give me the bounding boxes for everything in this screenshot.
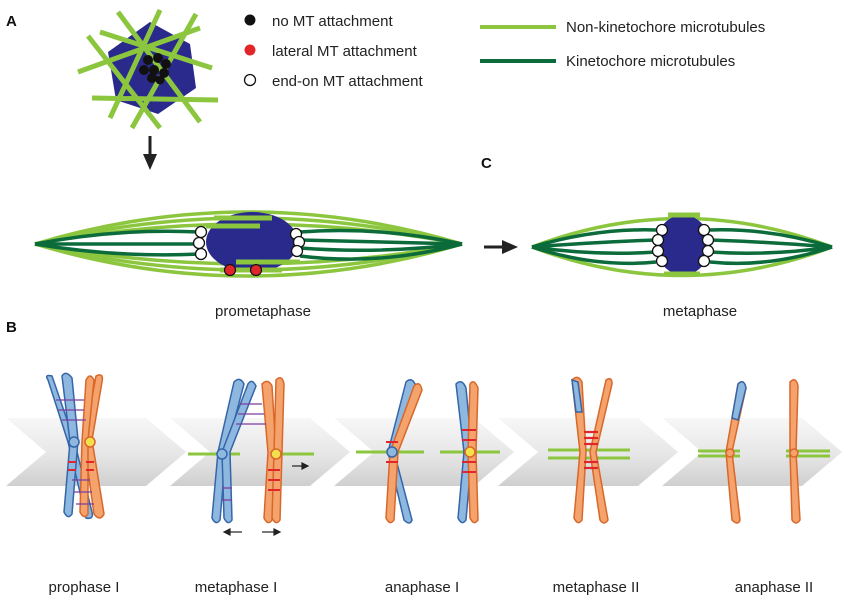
- prometaphase-spindle: [34, 210, 463, 278]
- attachment-legend: no MT attachment lateral MT attachment e…: [243, 13, 423, 90]
- stage-label-prophase-i: prophase I: [49, 579, 120, 596]
- chevron-prophase-i: [6, 418, 186, 486]
- prometaphase-label: prometaphase: [215, 303, 311, 320]
- metaphase-spindle: [531, 212, 833, 278]
- chevron-metaphase-i: [170, 418, 350, 486]
- right-arrow-icon: [484, 240, 518, 254]
- chromosome-anaphase-i: [356, 379, 500, 524]
- legend-label-kinetochore: Kinetochore microtubules: [566, 53, 735, 70]
- legend-label-end-on-attachment: end-on MT attachment: [272, 73, 423, 90]
- chromosome-prophase-i: [45, 372, 105, 520]
- legend-dot-no-attachment: [244, 14, 256, 26]
- chromosome-metaphase-ii: [548, 376, 630, 524]
- chromosome-anaphase-ii: [698, 379, 830, 524]
- prophase-nucleus-illustration: [77, 8, 219, 130]
- chevron-metaphase-ii: [498, 418, 678, 486]
- legend-label-no-attachment: no MT attachment: [272, 13, 393, 30]
- panel-label-a: A: [6, 13, 17, 30]
- panel-label-c: C: [481, 155, 492, 172]
- legend-dot-lateral-attachment: [244, 44, 256, 56]
- stage-label-metaphase-i: metaphase I: [195, 579, 278, 596]
- panel-label-b: B: [6, 319, 17, 336]
- stage-label-anaphase-i: anaphase I: [385, 579, 459, 596]
- legend-label-non-kinetochore: Non-kinetochore microtubules: [566, 19, 765, 36]
- stage-label-anaphase-ii: anaphase II: [735, 579, 813, 596]
- microtubule-legend: Non-kinetochore microtubules Kinetochore…: [480, 19, 765, 70]
- legend-dot-end-on-attachment: [243, 73, 257, 87]
- metaphase-label: metaphase: [663, 303, 737, 320]
- stage-label-metaphase-ii: metaphase II: [553, 579, 640, 596]
- chromosome-metaphase-i: [188, 377, 314, 536]
- legend-label-lateral-attachment: lateral MT attachment: [272, 43, 418, 60]
- down-arrow-icon: [143, 136, 157, 170]
